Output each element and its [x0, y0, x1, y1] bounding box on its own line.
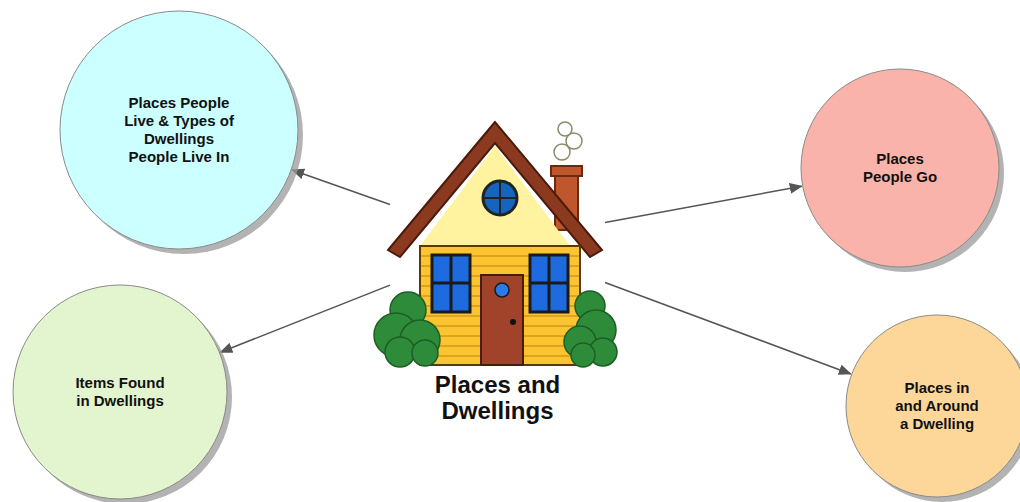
door-knob — [510, 319, 516, 325]
central-house: Places and Dwellings — [390, 120, 605, 365]
circle-fill — [13, 285, 227, 499]
door-window — [495, 283, 509, 297]
topic-label: Places People Go — [855, 150, 945, 186]
topic-circle: Items Found in Dwellings — [12, 284, 228, 500]
smoke-puff — [558, 122, 572, 136]
connector-arrow — [605, 186, 802, 222]
smoke — [554, 122, 582, 160]
central-title: Places and Dwellings — [390, 372, 605, 424]
bush-blob — [571, 343, 595, 367]
circle-fill — [60, 11, 298, 249]
gable — [420, 146, 570, 246]
topic-label: Items Found in Dwellings — [70, 374, 170, 410]
node-text-area: Places People Go — [800, 68, 1000, 268]
topic-circle: Places in and Around a Dwelling — [845, 314, 1020, 498]
window-pane — [432, 255, 470, 312]
window-pane — [530, 255, 568, 312]
door-panel — [481, 275, 523, 365]
node-text-area: Places in and Around a Dwelling — [845, 314, 1020, 498]
door — [481, 275, 523, 365]
node-text-area: Places and Dwellings — [390, 120, 605, 365]
window-bar — [499, 181, 501, 215]
topic-circle: Places People Live & Types of Dwellings … — [59, 10, 299, 250]
right-bush — [564, 291, 617, 367]
left-window — [432, 255, 470, 312]
topic-circle: Places People Go — [800, 68, 1000, 268]
connector-arrow — [605, 282, 851, 373]
node-text-area: Places People Live & Types of Dwellings … — [59, 10, 299, 250]
bush-blob — [385, 337, 415, 367]
circle-fill — [846, 315, 1020, 497]
node-text-area: Items Found in Dwellings — [12, 284, 228, 500]
topic-label: Places in and Around a Dwelling — [893, 379, 981, 433]
circle-fill — [801, 69, 999, 267]
roof — [388, 122, 602, 257]
connector-arrow — [220, 285, 390, 352]
window-bar — [530, 282, 568, 285]
window-bar — [432, 282, 470, 285]
bush-blob — [412, 340, 438, 366]
topic-label: Places People Live & Types of Dwellings … — [118, 94, 240, 166]
chimney-cap — [551, 166, 582, 176]
right-window — [530, 255, 568, 312]
left-bush — [374, 292, 440, 367]
round-window — [483, 181, 517, 215]
connector-arrow — [292, 170, 390, 205]
house-wall — [420, 246, 580, 365]
